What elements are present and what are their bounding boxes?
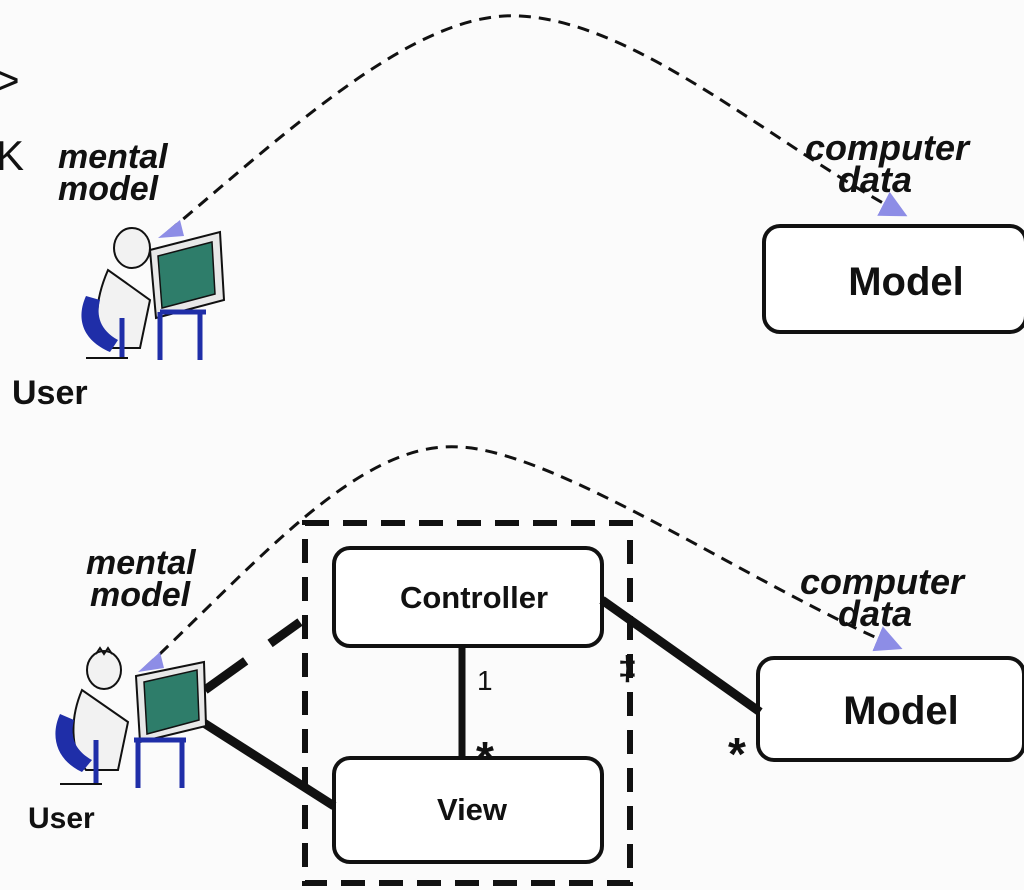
mental-label-top-line2: model xyxy=(58,170,160,208)
controller-box xyxy=(332,546,604,648)
user-computer-icon-top xyxy=(81,227,226,360)
computer-label-top-line2: data xyxy=(838,159,912,200)
user-label-top: User xyxy=(12,374,88,412)
mental-label-top-line1: mental xyxy=(58,138,169,176)
view-box xyxy=(332,756,604,864)
edge-glyph-bottom: K xyxy=(0,132,24,179)
multiplicity-star-model: * xyxy=(728,728,746,780)
model-label-top: Model xyxy=(848,260,964,304)
mental-label-bottom-line1: mental xyxy=(86,544,197,582)
mental-label-bottom-line2: model xyxy=(90,576,192,614)
user-controller-link xyxy=(202,618,303,694)
computer-label-bottom-line2: data xyxy=(838,593,912,634)
multiplicity-dagger: ‡ xyxy=(618,650,637,688)
mental-arrowhead-bottom xyxy=(138,652,164,672)
controller-model-association xyxy=(599,596,763,716)
computer-label-bottom-line1: computer xyxy=(800,561,966,602)
model-label-bottom: Model xyxy=(843,689,959,733)
computer-label-top-line1: computer xyxy=(805,127,971,168)
view-label: View xyxy=(437,792,508,827)
mental-to-data-arc-bottom xyxy=(143,445,903,670)
multiplicity-star-view: * xyxy=(476,732,494,784)
user-view-link xyxy=(193,714,337,810)
user-computer-icon-bottom xyxy=(55,646,208,788)
user-label-bottom: User xyxy=(28,802,95,835)
multiplicity-one: 1 xyxy=(477,665,493,696)
view-controller-group-frame xyxy=(302,520,633,886)
edge-glyph-top: > xyxy=(0,56,20,105)
controller-label: Controller xyxy=(400,580,548,615)
mental-to-data-arc-top xyxy=(167,14,908,234)
mental-arrowhead-top xyxy=(158,220,184,238)
model-box-top xyxy=(762,224,1024,334)
